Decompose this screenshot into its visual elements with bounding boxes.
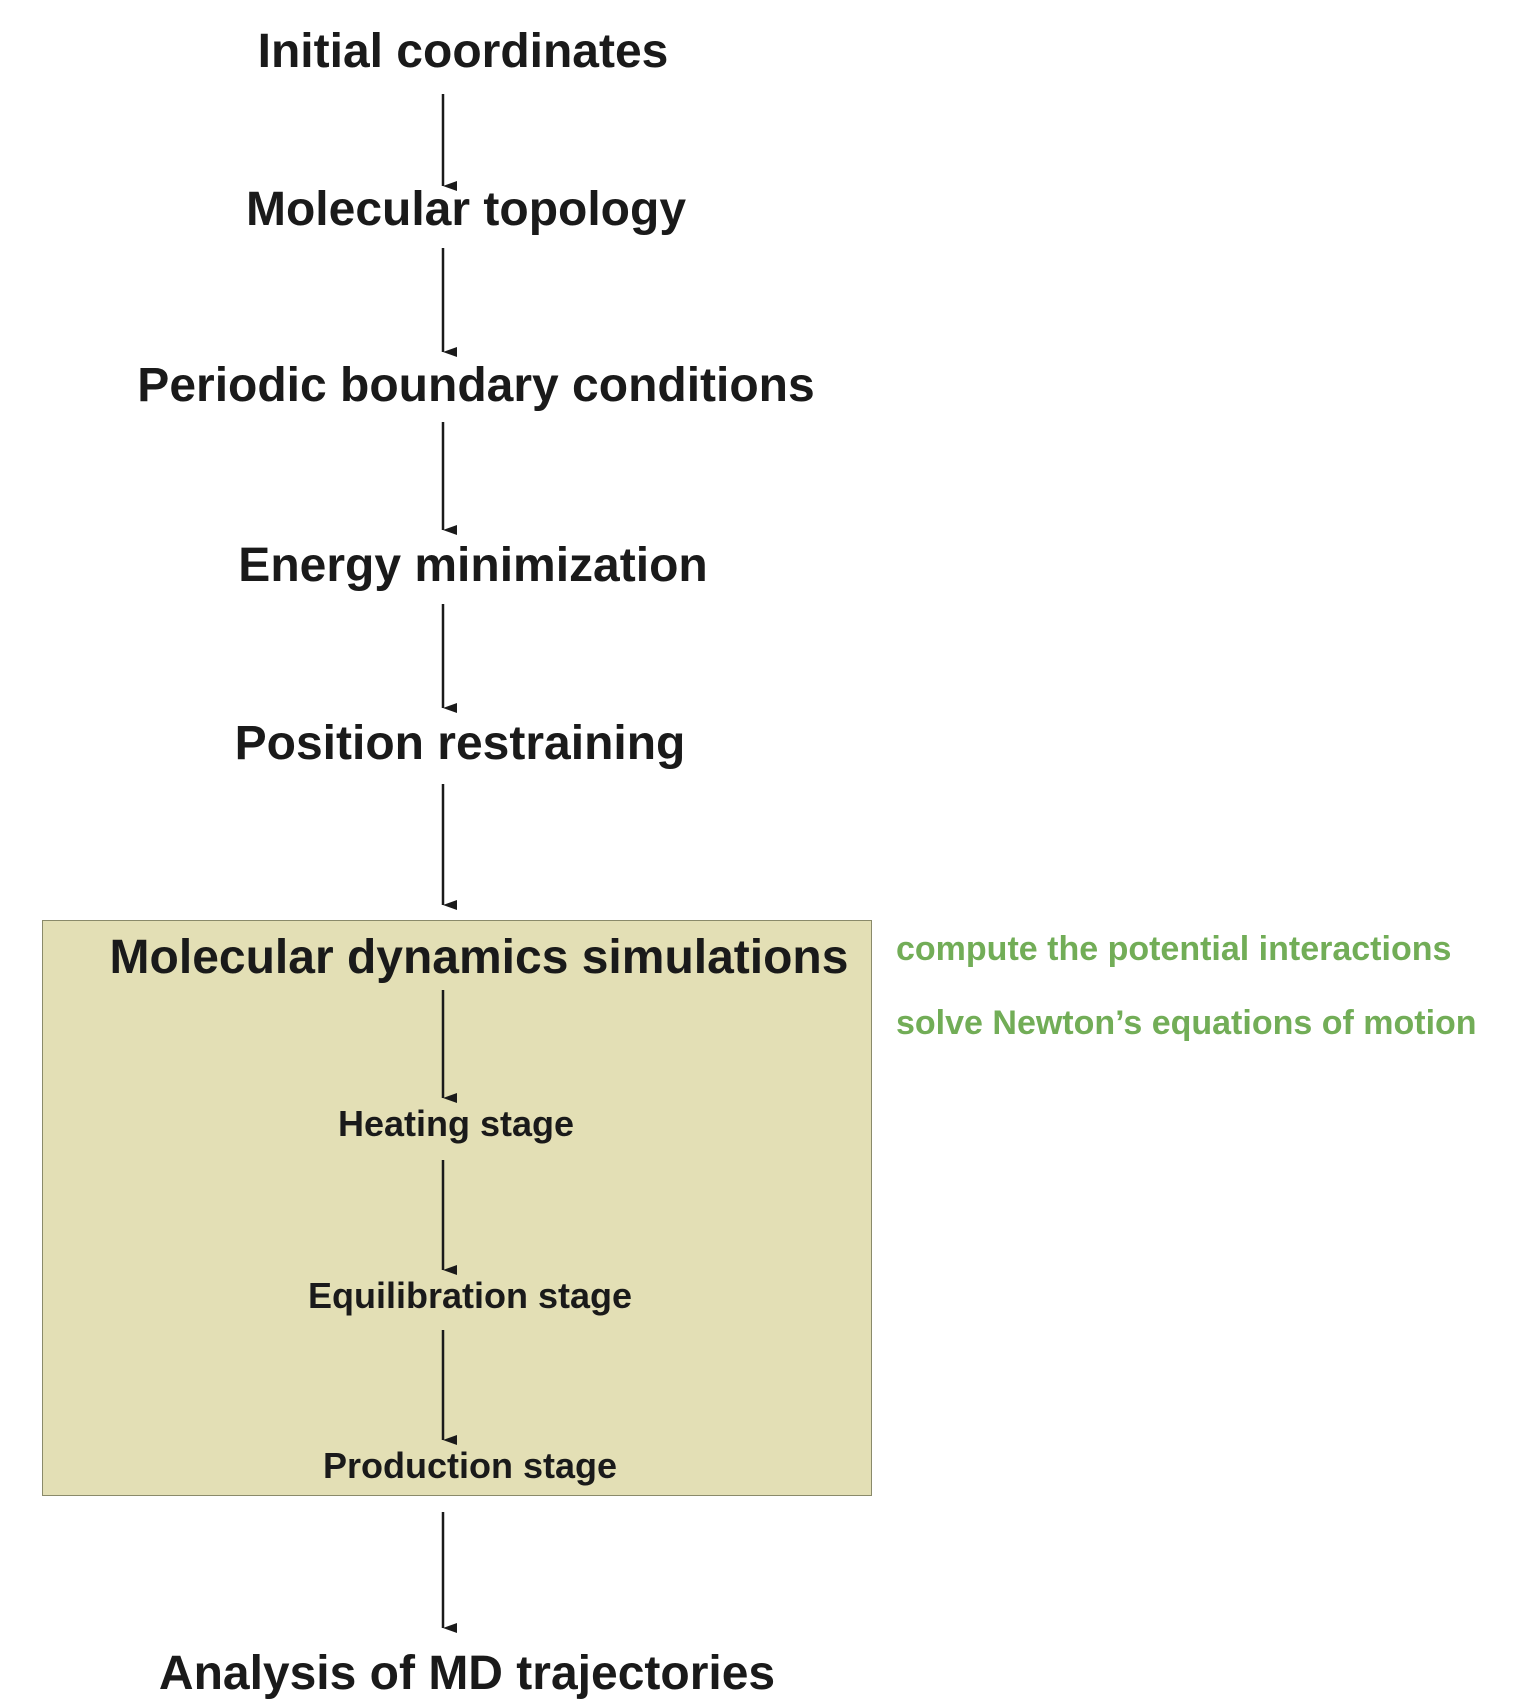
step-periodic-boundary-conditions: Periodic boundary conditions (137, 359, 815, 412)
step-equilibration-stage: Equilibration stage (307, 1275, 633, 1316)
step-energy-minimization: Energy minimization (238, 539, 708, 592)
step-molecular-topology: Molecular topology (245, 183, 687, 236)
step-production-stage: Production stage (322, 1445, 618, 1486)
step-position-restraining: Position restraining (234, 717, 686, 770)
step-analysis-md-trajectories: Analysis of MD trajectories (158, 1647, 776, 1700)
md-simulation-box (42, 920, 872, 1496)
step-initial-coordinates: Initial coordinates (257, 25, 669, 78)
step-md-simulations: Molecular dynamics simulations (109, 931, 849, 984)
note-potential-interactions: compute the potential interactions (896, 930, 1452, 968)
note-newton-equations: solve Newton’s equations of motion (896, 1004, 1477, 1042)
step-heating-stage: Heating stage (337, 1103, 575, 1144)
